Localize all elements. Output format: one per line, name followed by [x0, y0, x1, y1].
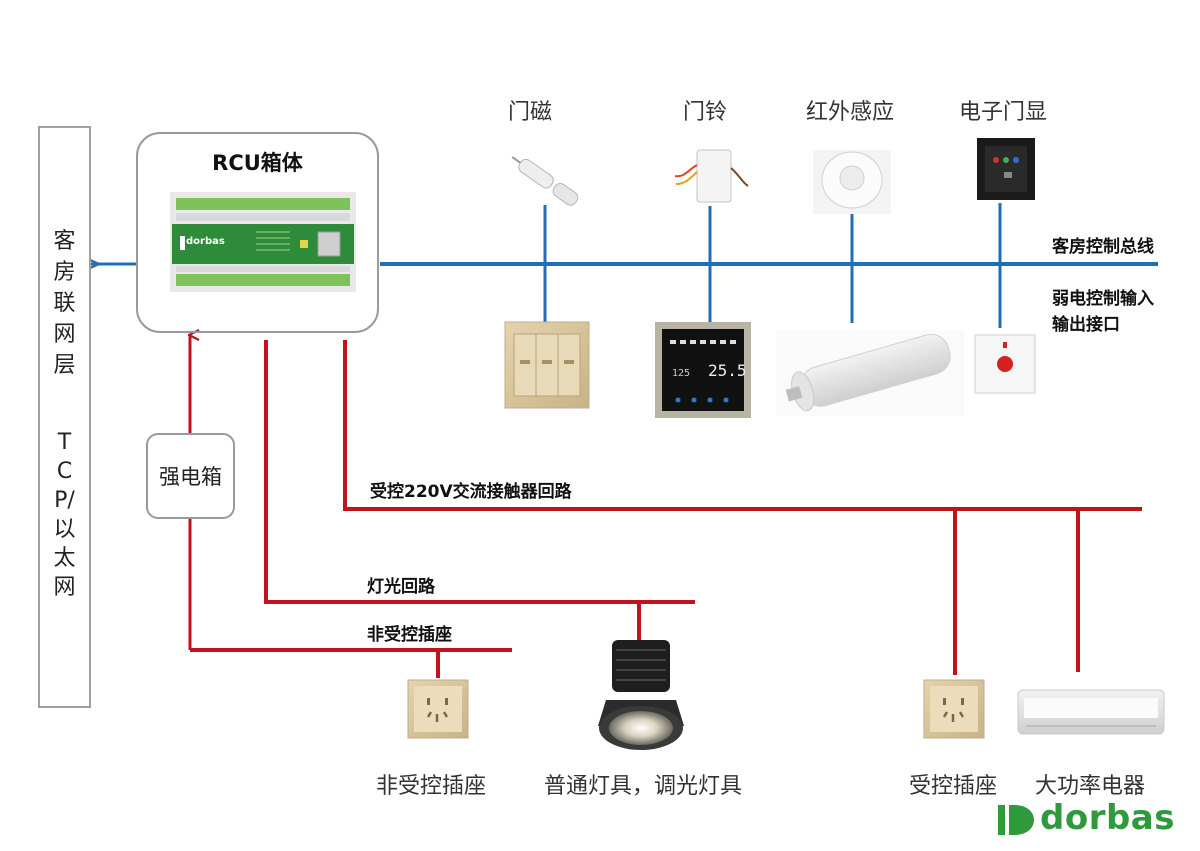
- label-uncontrolled-socket: 非受控插座: [376, 774, 487, 799]
- logo-mark-icon: [998, 805, 1034, 835]
- label-door-magnet: 门磁: [508, 100, 553, 125]
- control-bus-label: 客房控制总线: [1052, 237, 1154, 257]
- thermostat-image: 25.5 125: [655, 322, 751, 418]
- lighting-circuit-label: 灯光回路: [367, 577, 435, 597]
- uncontrolled-socket-image: [407, 679, 469, 739]
- power-circuits: [190, 335, 1142, 678]
- network-protocol-label: T C P/ 以 太 网: [53, 430, 76, 600]
- air-conditioner-image: [1017, 689, 1165, 735]
- rcu-module-image: [170, 192, 356, 292]
- switch-panel-image: [504, 321, 590, 409]
- rcu-title: RCU箱体: [212, 151, 303, 175]
- curtain-motor-image: [776, 330, 964, 416]
- call-button-image: [974, 334, 1036, 394]
- control-bus: [90, 203, 1158, 328]
- svg-text:25.5: 25.5: [708, 361, 747, 380]
- network-layer-title: 客 房 联 网 层: [53, 229, 76, 378]
- rcu-brand-label: dorbas: [186, 236, 225, 247]
- brand-logo-text: dorbas: [1040, 798, 1175, 838]
- weak-io-label-line1: 弱电控制输入: [1052, 289, 1154, 309]
- power-box: [146, 433, 235, 519]
- rcu-box: [136, 132, 379, 333]
- controlled-socket-image: [923, 679, 985, 739]
- weak-io-label-line2: 输出接口: [1052, 315, 1120, 335]
- label-controlled-socket: 受控插座: [909, 774, 998, 799]
- label-doorbell: 门铃: [683, 100, 728, 125]
- contactor-circuit-label: 受控220V交流接触器回路: [370, 482, 572, 502]
- pir-sensor-image: [813, 150, 891, 214]
- label-pir-sensor: 红外感应: [806, 100, 895, 125]
- uncontrolled-socket-circuit-label: 非受控插座: [367, 625, 452, 645]
- label-lamps: 普通灯具，调光灯具: [544, 774, 743, 799]
- door-display-image: [977, 138, 1035, 200]
- downlight-image: [598, 640, 684, 750]
- label-high-power-appliance: 大功率电器: [1035, 774, 1146, 799]
- svg-text:125: 125: [672, 368, 690, 379]
- doorbell-image: [674, 149, 749, 203]
- label-door-display: 电子门显: [959, 100, 1048, 125]
- door-magnet-image: [511, 156, 579, 206]
- power-box-label: 强电箱: [159, 465, 222, 489]
- network-layer-box: 客 房 联 网 层 T C P/ 以 太 网: [38, 126, 91, 708]
